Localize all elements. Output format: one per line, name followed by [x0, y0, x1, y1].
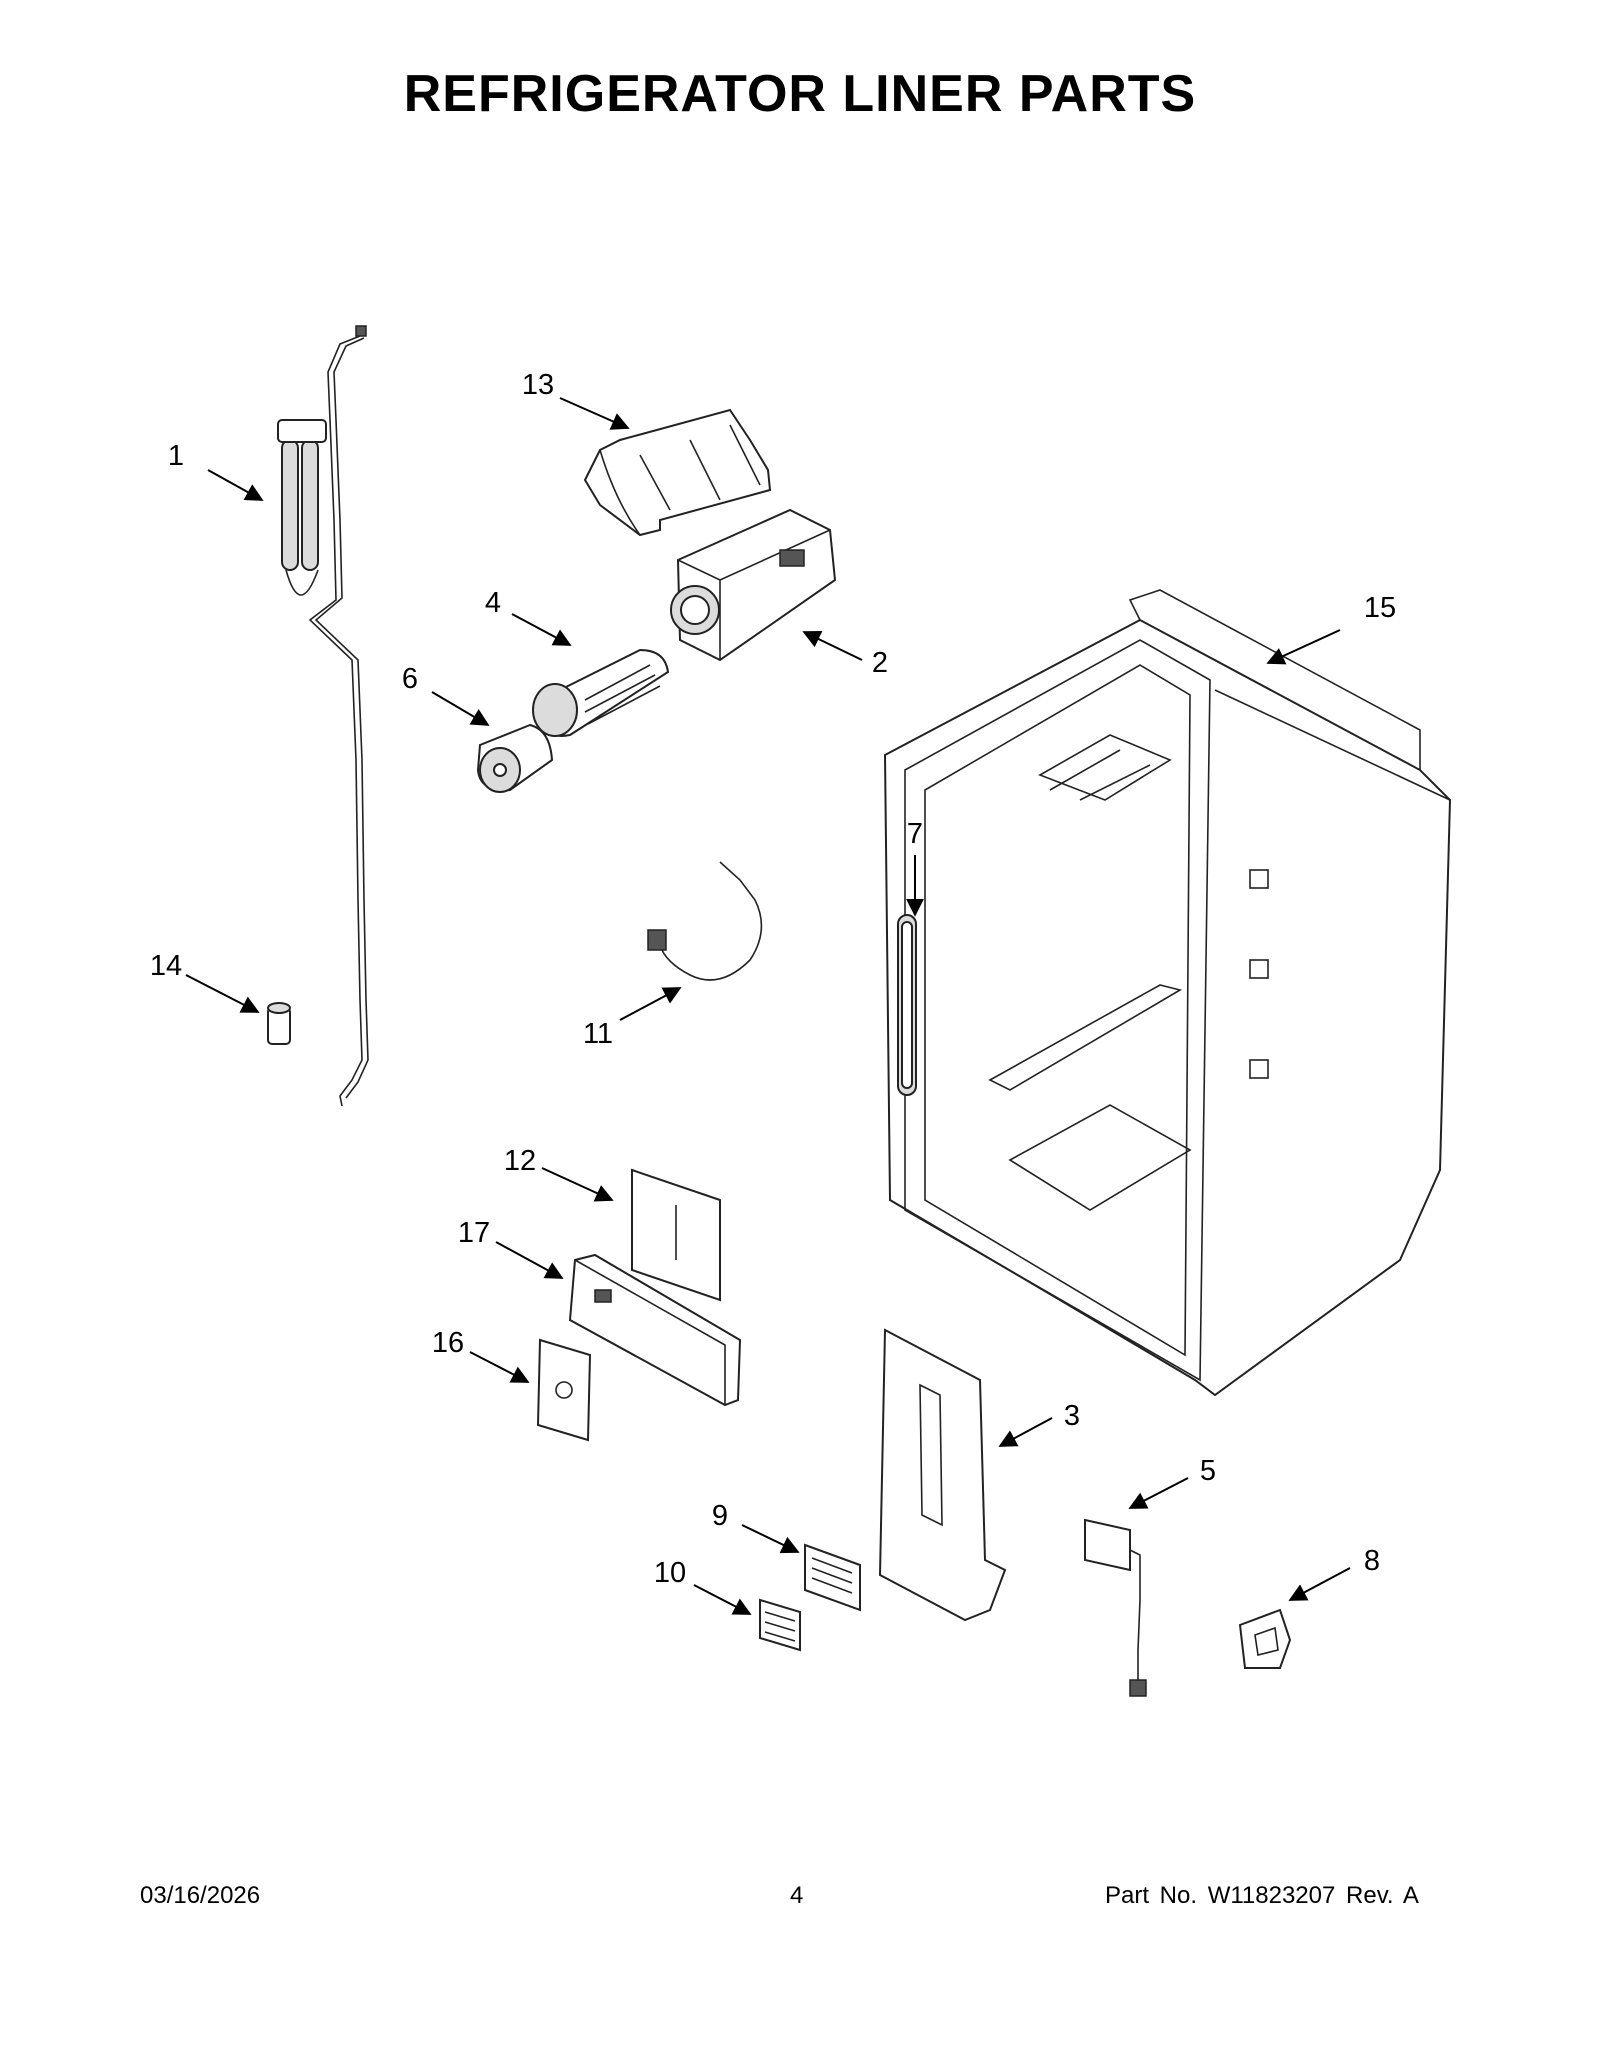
part-11-thermistor	[647, 861, 763, 981]
callout-5: 5	[1200, 1455, 1216, 1487]
part-14-plug	[267, 1002, 291, 1045]
callout-11: 11	[583, 1018, 613, 1050]
leader-lines	[185, 397, 1351, 1615]
callout-12: 12	[504, 1145, 536, 1177]
page-title: REFRIGERATOR LINER PARTS	[403, 65, 1197, 123]
part-16-control-board	[536, 1338, 592, 1442]
callout-labels: 1 2 3 4 5 6 7 8 9 10 11 12 13 14 15 16 1…	[150, 369, 1396, 1589]
footer-date: 03/16/2026	[140, 1882, 261, 1909]
callout-15: 15	[1364, 592, 1396, 624]
part-8-clip	[1238, 1608, 1292, 1669]
callout-8: 8	[1364, 1545, 1380, 1577]
part-9-vent-grille	[804, 1543, 861, 1612]
callout-4: 4	[485, 587, 501, 619]
part-5-light-assembly	[1084, 1518, 1147, 1697]
part-13-filter-cover	[583, 408, 772, 537]
callout-6: 6	[402, 663, 418, 695]
callout-1: 1	[168, 440, 184, 472]
part-3-air-duct-cover	[878, 1328, 1007, 1622]
callout-3: 3	[1064, 1400, 1080, 1432]
part-7-light-lens	[897, 914, 917, 1096]
callout-10: 10	[654, 1557, 686, 1589]
part-6-filter-cap	[476, 723, 554, 793]
footer-part-number: Part No. W11823207 Rev. A	[1105, 1882, 1419, 1909]
part-2-filter-housing	[670, 508, 837, 662]
part-4-water-filter-cartridge	[532, 648, 670, 737]
part-10-small-vent	[759, 1598, 801, 1652]
callout-14: 14	[150, 950, 182, 982]
part-15-refrigerator-liner	[883, 589, 1452, 1397]
callout-7: 7	[907, 818, 923, 850]
callout-13: 13	[522, 369, 554, 401]
callout-2: 2	[872, 647, 888, 679]
callout-16: 16	[432, 1327, 464, 1359]
part-12-cover-plate	[631, 1168, 721, 1302]
footer-page-number: 4	[790, 1882, 804, 1909]
callout-9: 9	[712, 1500, 728, 1532]
part-1-water-tube-assembly	[277, 325, 369, 1107]
part-17-control-housing	[568, 1253, 742, 1407]
callout-17: 17	[458, 1217, 490, 1249]
